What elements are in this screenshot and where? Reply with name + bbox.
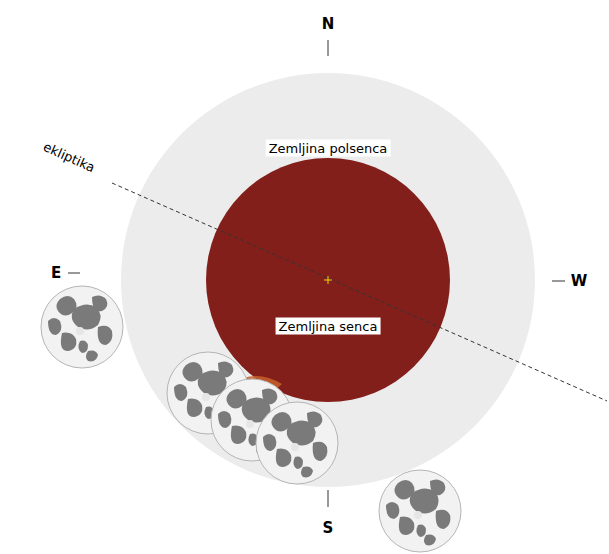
moon-mare bbox=[187, 399, 202, 417]
moon-symbol bbox=[41, 286, 123, 368]
ecliptic-line bbox=[112, 183, 607, 401]
compass-label: S bbox=[323, 519, 334, 537]
circle-fill bbox=[121, 73, 535, 487]
moon-mare bbox=[98, 326, 113, 345]
circle-fill bbox=[206, 158, 450, 402]
moon-mare bbox=[301, 467, 313, 478]
center-mark bbox=[324, 276, 332, 284]
moon-disc bbox=[379, 470, 461, 552]
moon-mare bbox=[92, 295, 107, 311]
compass-label: N bbox=[322, 15, 335, 33]
moon-crater bbox=[414, 511, 422, 519]
region-label: Zemljina senca bbox=[276, 318, 381, 335]
moon-symbol bbox=[379, 470, 461, 552]
compass-tick bbox=[328, 40, 329, 56]
moon-mare bbox=[424, 535, 436, 546]
moon-mare bbox=[86, 351, 98, 362]
moon-mare bbox=[262, 388, 277, 404]
moon-disc bbox=[256, 402, 338, 484]
moon-mare bbox=[263, 434, 276, 451]
compass-tick bbox=[68, 273, 80, 274]
moon-mare bbox=[436, 510, 451, 529]
moon-mare bbox=[386, 502, 399, 519]
moon-mare bbox=[231, 426, 246, 444]
moon-crater bbox=[291, 443, 299, 451]
region-label: Zemljina polsenca bbox=[266, 140, 391, 157]
moon-mare bbox=[218, 361, 233, 377]
moon-crater bbox=[246, 420, 254, 428]
moon-mare bbox=[293, 457, 303, 470]
moon-mare bbox=[416, 525, 426, 538]
moon-mare bbox=[174, 384, 187, 401]
moon-mare bbox=[276, 449, 291, 467]
ecliptic-label: ekliptika bbox=[41, 139, 97, 175]
text-holder: Zemljina senca bbox=[276, 316, 381, 335]
compass-label: W bbox=[571, 272, 588, 290]
moon-mare bbox=[307, 411, 322, 427]
compass-tick bbox=[552, 281, 565, 282]
moon-mare bbox=[48, 318, 61, 335]
compass-tick bbox=[328, 490, 329, 507]
compass-label: E bbox=[51, 264, 61, 282]
moon-disc bbox=[41, 286, 123, 368]
moon-mare bbox=[61, 333, 76, 351]
moon-mare bbox=[78, 341, 88, 354]
moon-symbol bbox=[256, 402, 338, 484]
moon-mare bbox=[399, 517, 414, 535]
moon-mare bbox=[313, 442, 328, 461]
moon-mare bbox=[218, 411, 231, 428]
moon-mare bbox=[430, 479, 445, 495]
text-holder: Zemljina polsenca bbox=[266, 138, 391, 157]
moon-crater bbox=[202, 393, 210, 401]
moon-crater bbox=[76, 327, 84, 335]
